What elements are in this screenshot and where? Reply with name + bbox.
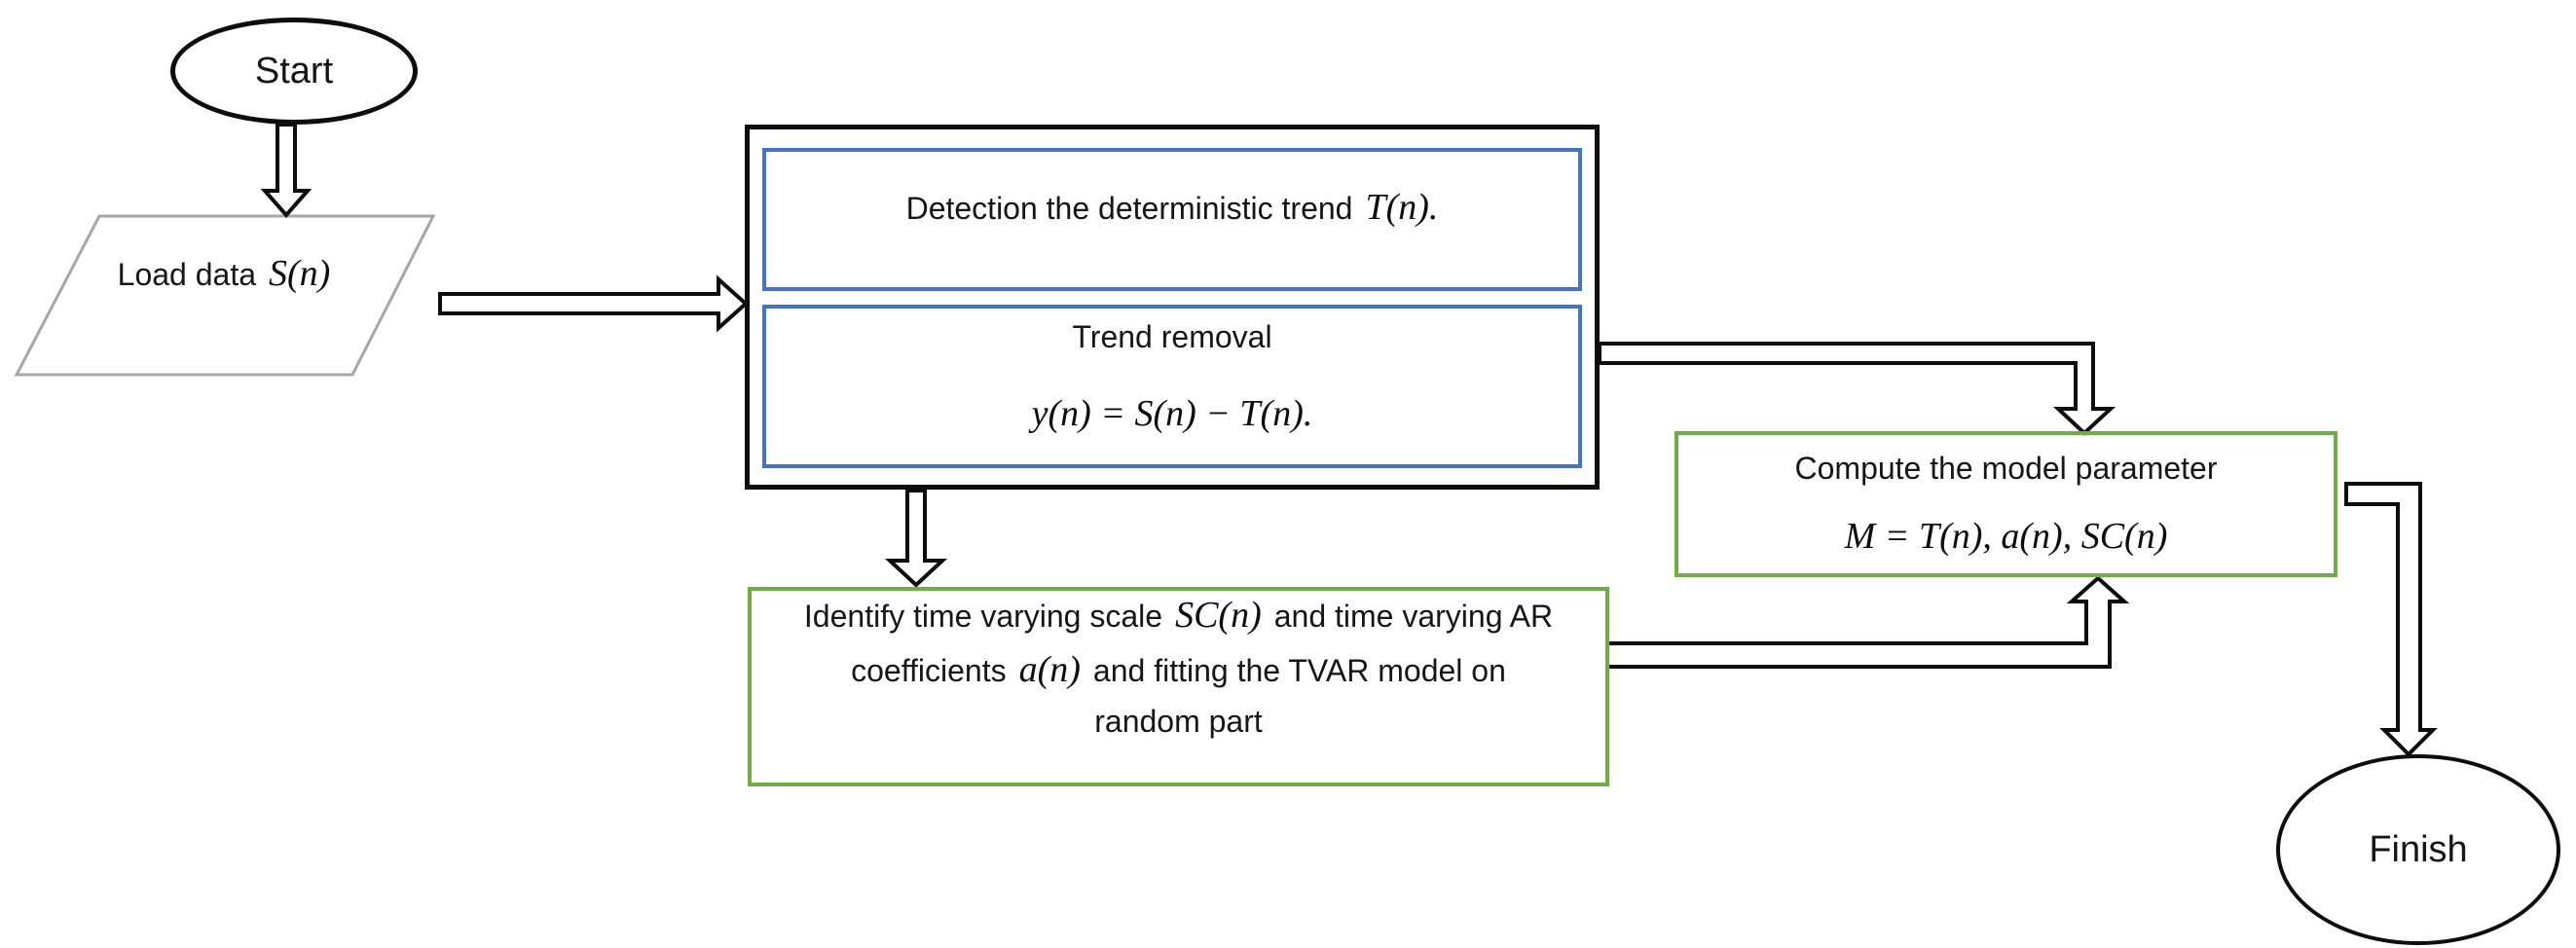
identify-line2-pre: coefficients bbox=[851, 653, 1007, 688]
compute-title: Compute the model parameter bbox=[1794, 450, 2218, 486]
arrow-trend-to-identify bbox=[884, 489, 948, 588]
compute-formula-row: M = T(n), a(n), SC(n) bbox=[1678, 511, 2334, 562]
identify-line1-pre: Identify time varying scale bbox=[803, 599, 1163, 634]
detection-line: Detection the deterministic trend T(n). bbox=[766, 186, 1578, 229]
arrow-load-to-trend bbox=[438, 274, 750, 333]
arrow-identify-to-compute bbox=[1605, 575, 2130, 669]
arrow-compute-to-finish bbox=[2344, 482, 2438, 757]
start-label: Start bbox=[254, 50, 334, 91]
identify-line-1: Identify time varying scale SC(n) and ti… bbox=[752, 597, 1605, 651]
node-identify: Identify time varying scale SC(n) and ti… bbox=[748, 587, 1609, 786]
compute-formula: M = T(n), a(n), SC(n) bbox=[1844, 516, 2168, 557]
load-data-parallelogram-shape bbox=[14, 214, 436, 377]
spacer bbox=[1678, 488, 2334, 511]
identify-line2-post: and fitting the TVAR model on bbox=[1092, 653, 1506, 688]
arrow-start-to-load bbox=[260, 123, 313, 219]
node-trend-removal: Trend removal y(n) = S(n) − T(n). bbox=[762, 305, 1582, 468]
identify-line-2: coefficients a(n) and fitting the TVAR m… bbox=[752, 651, 1605, 706]
identify-line1-math: SC(n) bbox=[1175, 595, 1262, 636]
node-trend-block: Detection the deterministic trend T(n). … bbox=[745, 125, 1600, 490]
load-data-math: S(n) bbox=[269, 253, 331, 294]
node-finish: Finish bbox=[2276, 754, 2560, 945]
identify-line1-post: and time varying AR bbox=[1273, 599, 1554, 634]
spacer bbox=[766, 357, 1578, 388]
node-compute: Compute the model parameter M = T(n), a(… bbox=[1674, 431, 2337, 577]
trend-removal-formula-row: y(n) = S(n) − T(n). bbox=[766, 388, 1578, 439]
arrow-trend-to-compute bbox=[1598, 342, 2116, 436]
node-detection: Detection the deterministic trend T(n). bbox=[762, 148, 1582, 291]
detection-math: T(n). bbox=[1365, 186, 1439, 228]
identify-line2-math: a(n) bbox=[1018, 649, 1081, 690]
compute-title-row: Compute the model parameter bbox=[1678, 449, 2334, 488]
detection-text: Detection the deterministic trend bbox=[905, 190, 1353, 226]
identify-line3-text: random part bbox=[1094, 704, 1263, 739]
identify-line-3: random part bbox=[752, 706, 1605, 760]
finish-label: Finish bbox=[2369, 828, 2468, 870]
trend-removal-formula: y(n) = S(n) − T(n). bbox=[1031, 393, 1313, 434]
node-load-data-label: Load data S(n) bbox=[29, 255, 419, 311]
trend-removal-title: Trend removal bbox=[1072, 318, 1272, 354]
trend-removal-title-row: Trend removal bbox=[766, 316, 1578, 357]
load-data-text: Load data bbox=[117, 257, 257, 292]
node-start: Start bbox=[170, 18, 418, 125]
